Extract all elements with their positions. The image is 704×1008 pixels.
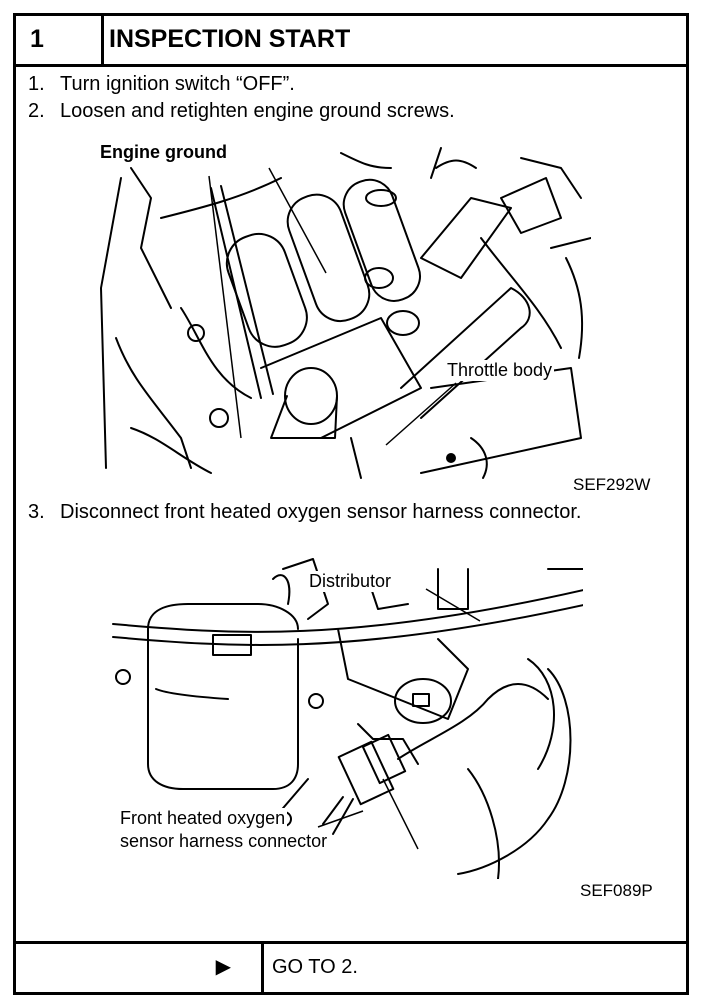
distributor-label: Distributor [307,571,394,592]
step-title: INSPECTION START [109,25,351,53]
procedure-frame: 1 INSPECTION START 1. Turn ignition switc… [13,13,689,995]
go-to-link[interactable]: GO TO 2. [272,956,358,978]
connector-label-line-2: sensor harness connector [118,831,330,852]
instruction-number: 2. [28,100,45,122]
oxygen-sensor-connector-illustration [108,549,583,879]
instruction-text: Loosen and retighten engine ground screw… [60,100,455,122]
step-footer: ▶ GO TO 2. [16,941,686,992]
figure-code: SEF292W [573,475,651,494]
play-arrow-icon: ▶ [215,956,231,978]
instruction-text: Disconnect front heated oxygen sensor ha… [60,501,582,523]
figure-code: SEF089P [580,881,653,900]
instruction-1: 1. Turn ignition switch “OFF”. [28,72,295,96]
step-number: 1 [16,16,104,64]
footer-arrow-cell: ▶ [16,944,264,992]
step-header: 1 INSPECTION START [16,16,686,67]
instruction-text: Turn ignition switch “OFF”. [60,73,295,95]
instruction-3: 3. Disconnect front heated oxygen sensor … [28,500,581,524]
connector-label-line-1: Front heated oxygen [118,808,288,829]
instruction-2: 2. Loosen and retighten engine ground scr… [28,99,455,123]
instruction-number: 3. [28,501,45,523]
throttle-body-label: Throttle body [445,360,555,381]
engine-ground-illustration [91,138,591,483]
engine-ground-label: Engine ground [98,142,229,163]
instruction-number: 1. [28,73,45,95]
